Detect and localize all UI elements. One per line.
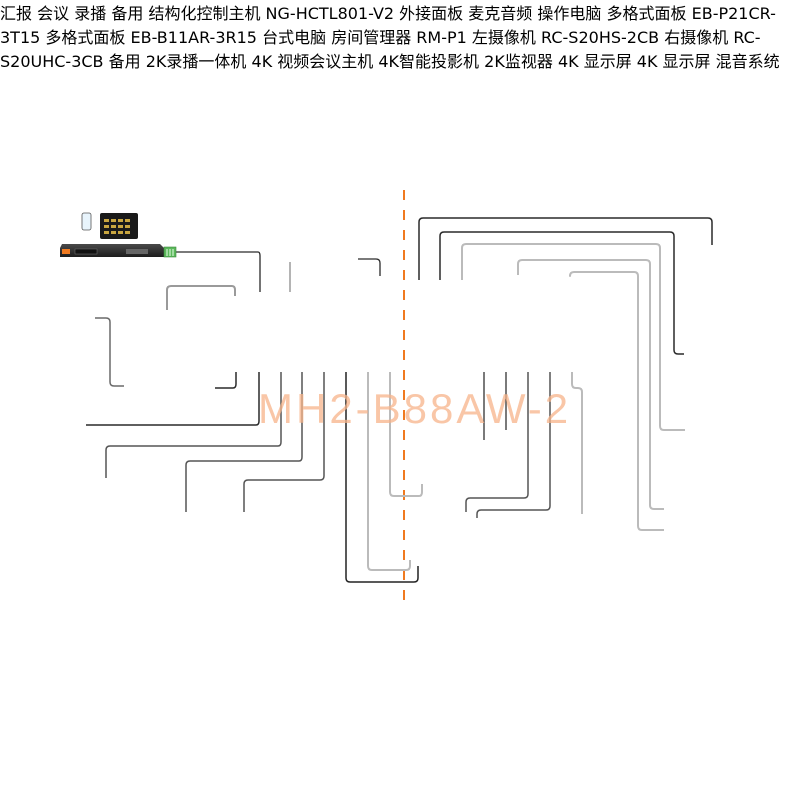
- microphone-label: 麦克音频: [468, 4, 533, 23]
- external-panel-label: 外接面板: [399, 4, 464, 23]
- right-camera-name: 右摄像机: [664, 28, 729, 47]
- display-4k-2-label: 4K 显示屏: [636, 52, 711, 71]
- panel-btn-2[interactable]: 会议: [37, 4, 70, 23]
- controller-model: NG-HCTL801-V2: [265, 4, 395, 23]
- panel-btn-1[interactable]: 汇报: [0, 4, 33, 23]
- controller-name: 结构化控制主机: [148, 4, 261, 23]
- cables: [86, 217, 713, 583]
- desktop-panel-name: 多格式面板: [45, 28, 126, 47]
- right-camera-model: RC-S20UHC-3CB: [0, 28, 761, 71]
- spare-label: 备用: [108, 52, 141, 71]
- external-panel-buttons: 汇报 会议 录播 备用: [0, 4, 148, 23]
- video-conference-label: 4K 视频会议主机: [251, 52, 374, 71]
- monitor-2k-label: 2K监视器: [484, 52, 553, 71]
- desktop-panel-model: EB-B11AR-3R15: [130, 28, 257, 47]
- left-camera-name: 左摄像机: [471, 28, 536, 47]
- mixer-label: 混音系统: [715, 52, 780, 71]
- panel-btn-3[interactable]: 录播: [74, 4, 107, 23]
- wall-panel-name: 多格式面板: [606, 4, 687, 23]
- recorder-label: 2K录播一体机: [145, 52, 247, 71]
- wall-panel-model: EB-P21CR-3T15: [0, 4, 776, 47]
- operator-pc-label: 操作电脑: [537, 4, 602, 23]
- tablet-buttons: [104, 219, 130, 234]
- controller-host: [60, 212, 177, 258]
- room-manager-model: RM-P1: [416, 28, 467, 47]
- panel-btn-4[interactable]: 备用: [111, 4, 144, 23]
- left-camera-model: RC-S20HS-2CB: [541, 28, 660, 47]
- desktop-pc-label: 台式电脑: [262, 28, 327, 47]
- projector-label: 4K智能投影机: [378, 52, 480, 71]
- room-manager-name: 房间管理器: [331, 28, 412, 47]
- display-4k-1-label: 4K 显示屏: [557, 52, 632, 71]
- phone-icon: [81, 212, 92, 231]
